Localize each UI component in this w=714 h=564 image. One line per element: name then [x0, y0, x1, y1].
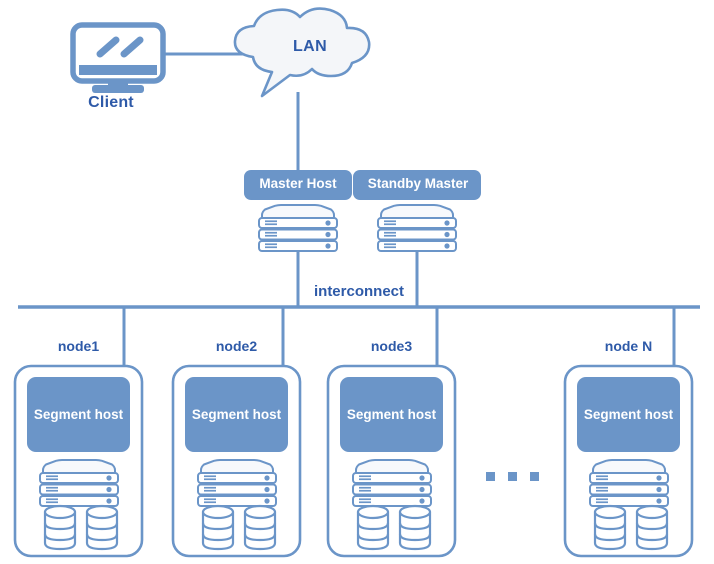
cloud-icon [233, 7, 371, 98]
node-box-n[interactable] [563, 364, 694, 558]
segment-host-label-2: Segment host [191, 407, 282, 422]
node-box-3[interactable] [326, 364, 457, 558]
lan-label: LAN [292, 38, 328, 55]
node-label-2: node2 [215, 338, 258, 354]
node-label-3: node3 [370, 338, 413, 354]
node-label-1: node1 [57, 338, 100, 354]
standby-master-group[interactable] [353, 170, 481, 252]
segment-host-label-1: Segment host [33, 407, 124, 422]
master-host-label: Master Host [259, 176, 337, 191]
standby-master-label: Standby Master [367, 176, 469, 191]
segment-host-label-3: Segment host [346, 407, 437, 422]
ellipsis-dots [486, 472, 539, 481]
node-label-n: node N [604, 338, 653, 354]
master-host-group[interactable] [244, 170, 352, 252]
client-label: Client [88, 94, 134, 111]
node-box-2[interactable] [171, 364, 302, 558]
connector-lines [18, 52, 700, 366]
node-box-1[interactable] [13, 364, 144, 558]
desktop-monitor-icon [70, 22, 166, 93]
interconnect-label: interconnect [313, 283, 404, 300]
segment-host-label-n: Segment host [583, 407, 674, 422]
